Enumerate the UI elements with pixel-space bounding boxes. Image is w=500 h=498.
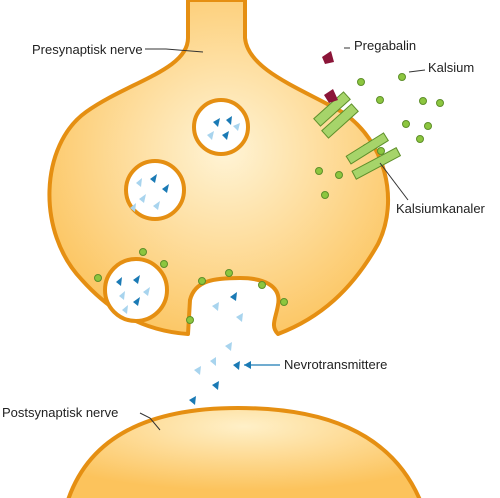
neurotransmitters-released [189,292,243,405]
vesicle [124,159,186,221]
pregabalin-molecule [322,51,334,64]
label-postsynaptic-nerve: Postsynaptisk nerve [2,405,118,420]
postsynaptic-terminal [66,405,422,498]
calcium-channel-lower [345,132,402,180]
label-presynaptic-nerve: Presynaptisk nerve [32,42,143,57]
label-neurotransmitters: Nevrotransmittere [284,357,387,372]
label-pregabalin: Pregabalin [354,38,416,53]
vesicle [192,98,250,156]
label-calcium: Kalsium [428,60,474,75]
label-calcium-channels: Kalsiumkanaler [396,201,486,216]
calcium-channel-upper [313,91,359,139]
pregabalin-molecule-bound [324,89,338,103]
leader-lines [139,47,426,431]
vesicle [103,257,169,323]
neurotransmitter-arrowhead [244,361,251,369]
